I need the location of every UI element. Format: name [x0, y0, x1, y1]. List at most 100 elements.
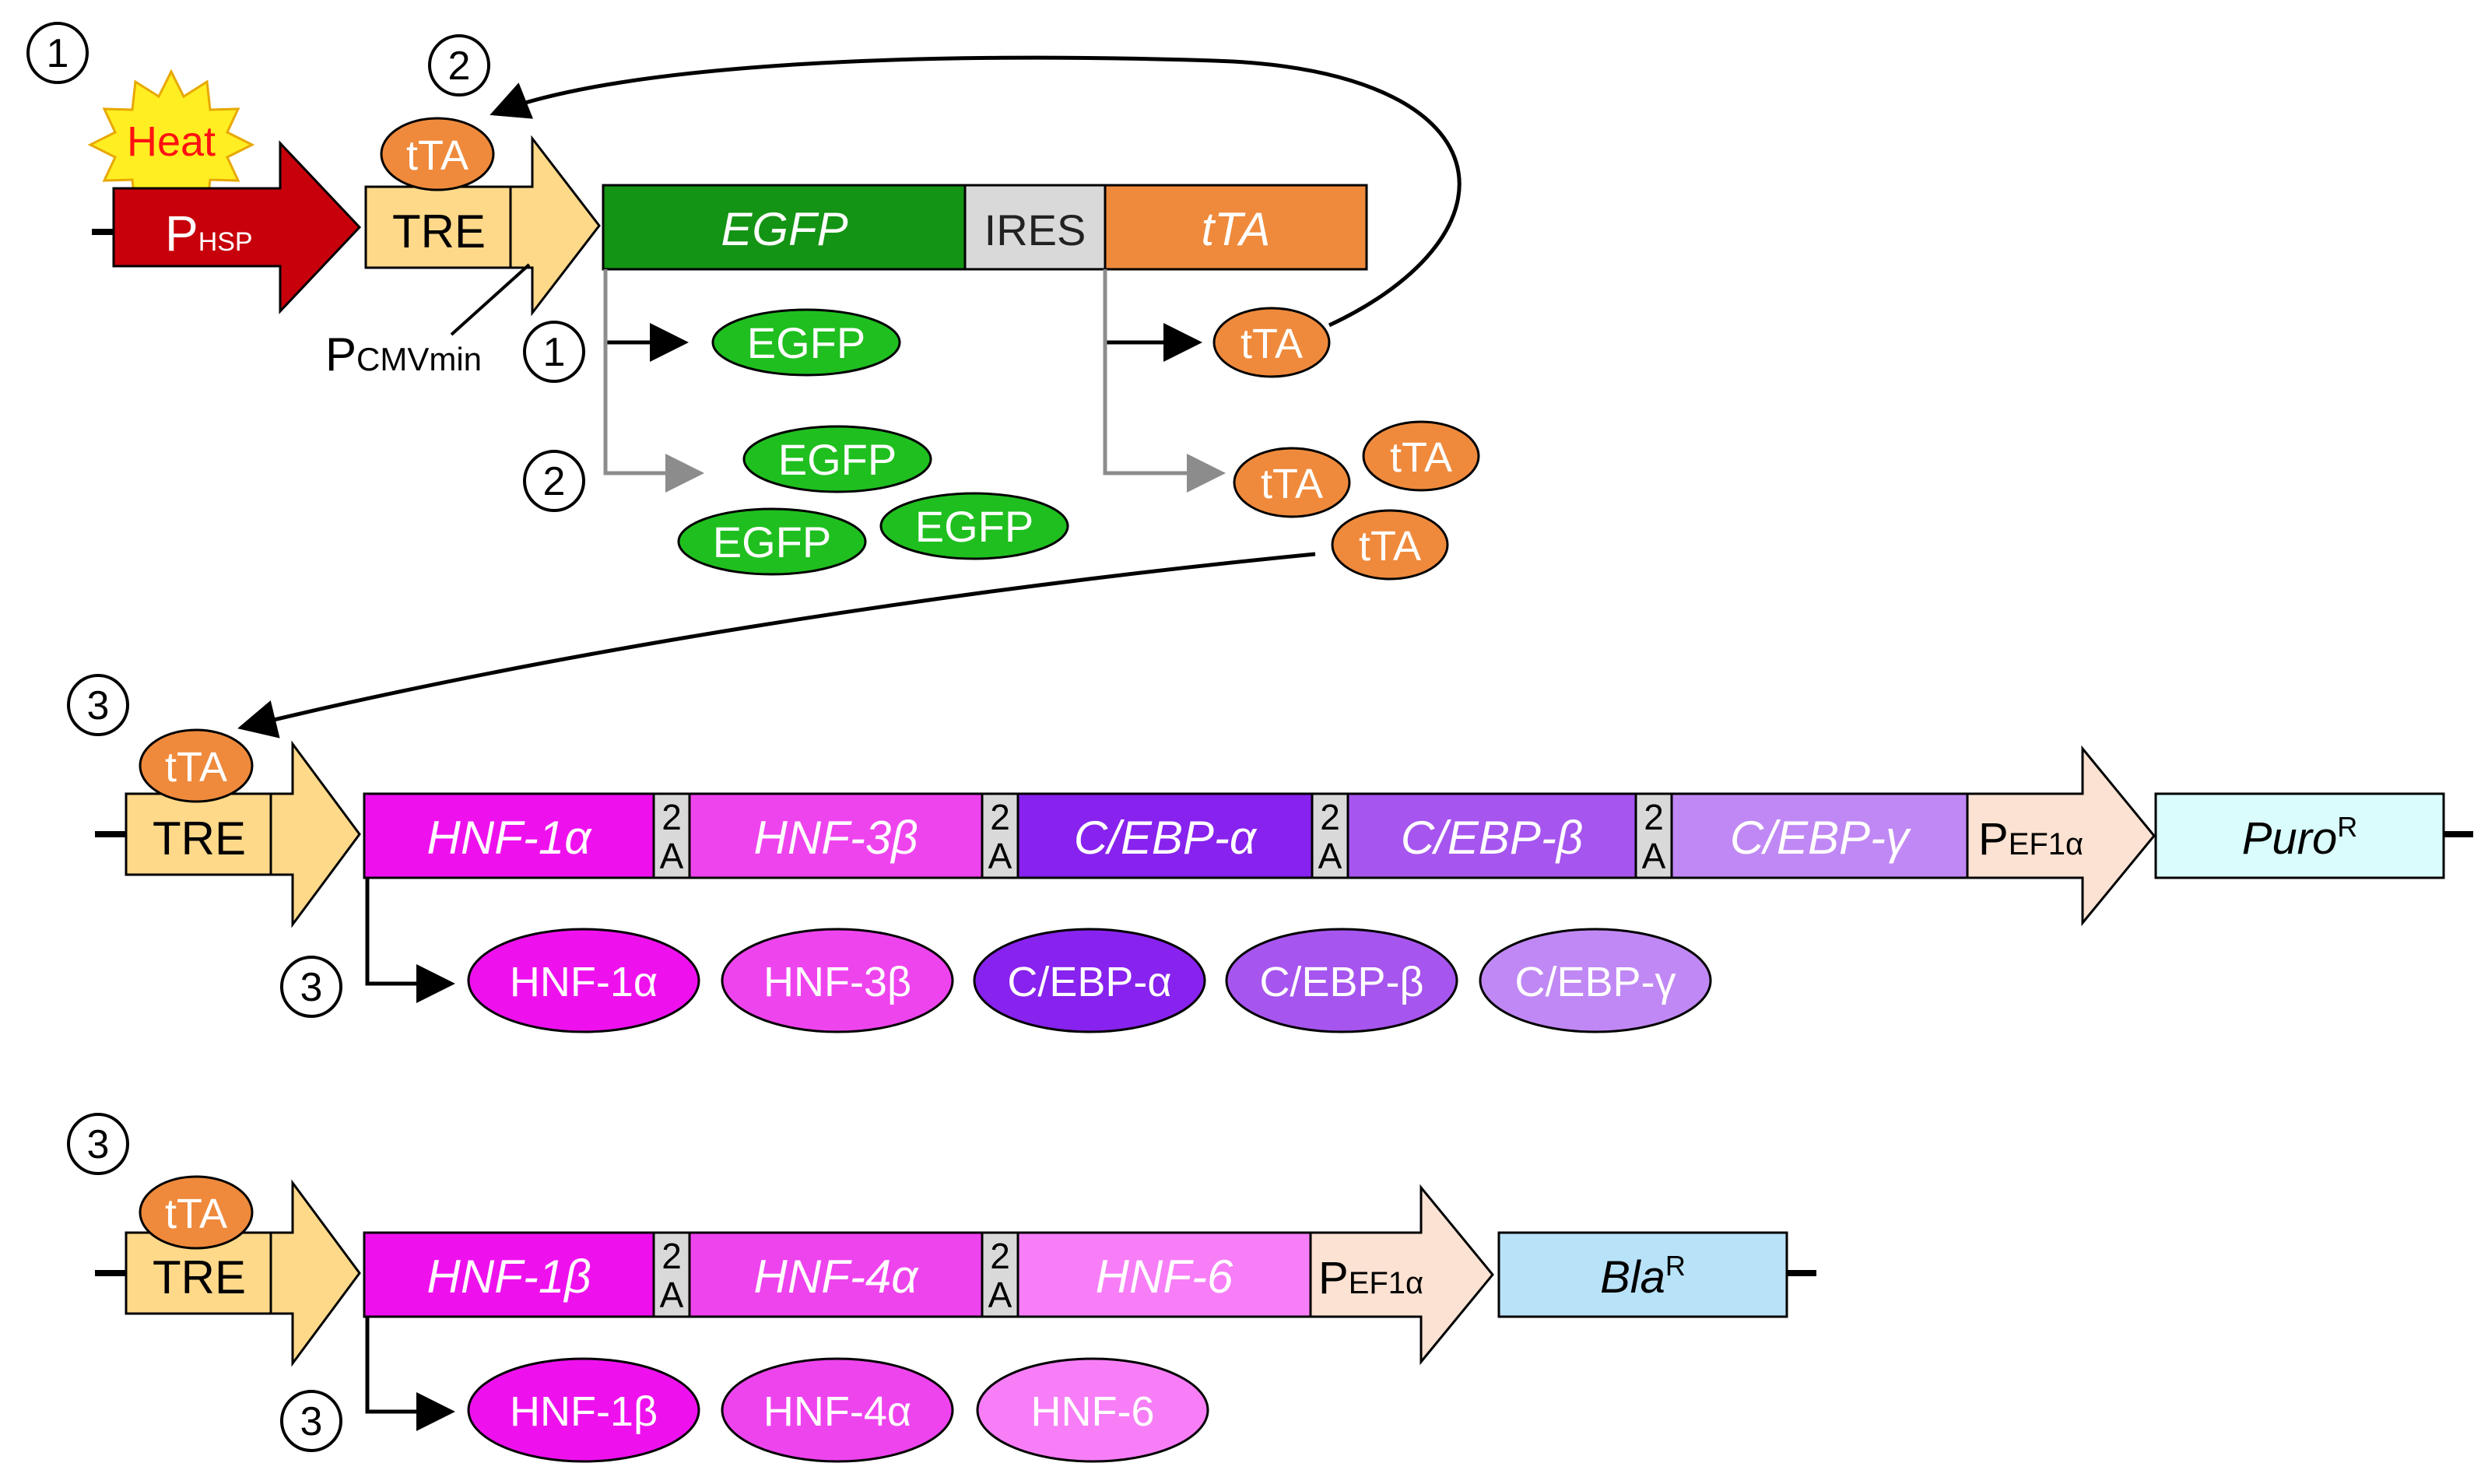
transcript-marker-3: 3: [280, 956, 342, 1018]
svg-text:2: 2: [1320, 797, 1340, 837]
linker-2a: 2 A: [981, 792, 1019, 879]
ires-element: IRES: [963, 184, 1107, 271]
svg-text:2: 2: [661, 797, 682, 837]
svg-text:A: A: [1642, 836, 1666, 876]
middle-construct: 3 TRE tTA HNF-1α 2 A HNF-3β 2 A: [67, 674, 2473, 1033]
gene-hnf1b: HNF-1β: [363, 1231, 655, 1318]
gene-cebpa: C/EBP-α: [1016, 792, 1314, 879]
svg-text:tTA: tTA: [1359, 523, 1421, 570]
svg-text:2: 2: [990, 797, 1010, 837]
svg-text:HNF-4α: HNF-4α: [754, 1251, 920, 1303]
linker-2a: 2 A: [1311, 792, 1349, 879]
gene-cebpb: C/EBP-β: [1346, 792, 1637, 879]
protein-hnf3b: HNF-3β: [721, 928, 954, 1033]
transcription-arrow-3: [365, 1317, 455, 1431]
svg-text:EGFP: EGFP: [778, 435, 897, 484]
svg-text:PuroR: PuroR: [2242, 811, 2358, 864]
protein-cebpb: C/EBP-β: [1225, 928, 1458, 1033]
svg-text:EGFP: EGFP: [721, 203, 847, 255]
step-3-marker: 3: [67, 674, 129, 736]
svg-text:IRES: IRES: [984, 205, 1086, 254]
transcript-marker-1: 1: [523, 321, 585, 383]
svg-text:TRE: TRE: [153, 812, 246, 865]
transcription-arrow-3: [365, 878, 455, 1003]
svg-text:EGFP: EGFP: [915, 502, 1033, 551]
tre-element: TRE: [125, 1179, 361, 1367]
linker-2a: 2 A: [1634, 792, 1673, 879]
linker-2a: 2 A: [652, 1231, 691, 1318]
tta-protein: tTA: [1362, 420, 1480, 492]
svg-text:C/EBP-α: C/EBP-α: [1007, 959, 1171, 1005]
transcription-arrow-1-egfp: [603, 269, 689, 362]
svg-text:TRE: TRE: [392, 205, 486, 258]
svg-text:A: A: [660, 1275, 684, 1315]
protein-hnf6: HNF-6: [976, 1357, 1209, 1463]
egfp-protein: EGFP: [879, 492, 1069, 560]
gene-cebpg: C/EBP-γ: [1670, 792, 1969, 879]
tre-element: TRE: [125, 740, 361, 928]
svg-text:2: 2: [661, 1236, 682, 1276]
transcription-arrow-2-tta: [1103, 269, 1226, 493]
svg-text:3: 3: [300, 1399, 323, 1444]
svg-text:PEF1α: PEF1α: [1978, 814, 2083, 865]
svg-text:A: A: [1318, 836, 1342, 876]
tta-protein: tTA: [1233, 447, 1351, 518]
transcription-arrow-1-tta: [1103, 269, 1202, 362]
phsp-promoter: PHSP: [112, 140, 362, 314]
svg-text:3: 3: [87, 1122, 110, 1167]
egfp-protein: EGFP: [742, 425, 932, 493]
svg-text:tTA: tTA: [165, 1191, 227, 1237]
puro-resistance: PuroR: [2154, 792, 2445, 879]
svg-text:HNF-6: HNF-6: [1096, 1251, 1233, 1303]
svg-text:HNF-1β: HNF-1β: [427, 1251, 591, 1303]
top-construct: 1 Heat PHSP TRE tTA 2 EGFP: [26, 22, 1480, 738]
tta-bound-middle: tTA: [139, 728, 254, 803]
gene-hnf3b: HNF-3β: [688, 792, 984, 879]
tta-protein: tTA: [1331, 509, 1449, 581]
tta-bound-bottom: tTA: [139, 1175, 254, 1250]
svg-text:tTA: tTA: [1240, 321, 1303, 367]
linker-2a: 2 A: [652, 792, 691, 879]
protein-hnf1a: HNF-1α: [467, 928, 700, 1033]
svg-text:PCMVmin: PCMVmin: [325, 328, 482, 381]
gene-hnf6: HNF-6: [1016, 1231, 1312, 1318]
svg-text:C/EBP-γ: C/EBP-γ: [1514, 959, 1676, 1005]
svg-text:C/EBP-α: C/EBP-α: [1074, 812, 1258, 864]
svg-text:tTA: tTA: [406, 132, 468, 179]
svg-text:2: 2: [990, 1236, 1010, 1276]
pcmv-min-label: PCMVmin: [325, 328, 482, 381]
svg-text:HNF-1α: HNF-1α: [427, 812, 593, 864]
egfp-protein: EGFP: [711, 308, 901, 377]
svg-text:C/EBP-γ: C/EBP-γ: [1730, 812, 1911, 864]
protein-cebpg: C/EBP-γ: [1479, 928, 1712, 1033]
svg-text:A: A: [988, 1275, 1012, 1315]
svg-text:C/EBP-β: C/EBP-β: [1259, 959, 1423, 1005]
activation-arrow: [237, 552, 1316, 738]
egfp-gene: EGFP: [602, 184, 967, 271]
tta-gene: tTA: [1104, 184, 1368, 271]
svg-text:Heat: Heat: [127, 118, 216, 165]
protein-cebpa: C/EBP-α: [973, 928, 1206, 1033]
feedback-arrow: [490, 55, 1462, 328]
svg-text:HNF-1α: HNF-1α: [510, 959, 658, 1005]
pcmv-pointer: [450, 263, 531, 336]
transcript-marker-2: 2: [523, 450, 585, 512]
svg-text:tTA: tTA: [1202, 203, 1271, 255]
step-1-marker: 1: [26, 22, 89, 84]
svg-text:2: 2: [1644, 797, 1664, 837]
svg-text:HNF-3β: HNF-3β: [754, 812, 918, 864]
svg-text:HNF-4α: HNF-4α: [763, 1388, 911, 1435]
svg-text:A: A: [660, 836, 684, 876]
tre-element: TRE: [364, 135, 601, 317]
svg-text:HNF-6: HNF-6: [1031, 1388, 1155, 1435]
tta-protein: tTA: [1212, 307, 1331, 378]
svg-text:EGFP: EGFP: [747, 318, 865, 367]
bottom-construct: 3 TRE tTA HNF-1β 2 A HNF-4α 2 A: [67, 1113, 1816, 1463]
svg-text:2: 2: [448, 44, 471, 89]
tta-bound-top: tTA: [380, 117, 495, 191]
pef1a-promoter: PEF1α: [1966, 745, 2156, 927]
step-2-marker: 2: [428, 34, 490, 96]
svg-text:TRE: TRE: [153, 1251, 246, 1303]
svg-text:HNF-1β: HNF-1β: [510, 1388, 658, 1435]
svg-text:2: 2: [543, 459, 566, 504]
